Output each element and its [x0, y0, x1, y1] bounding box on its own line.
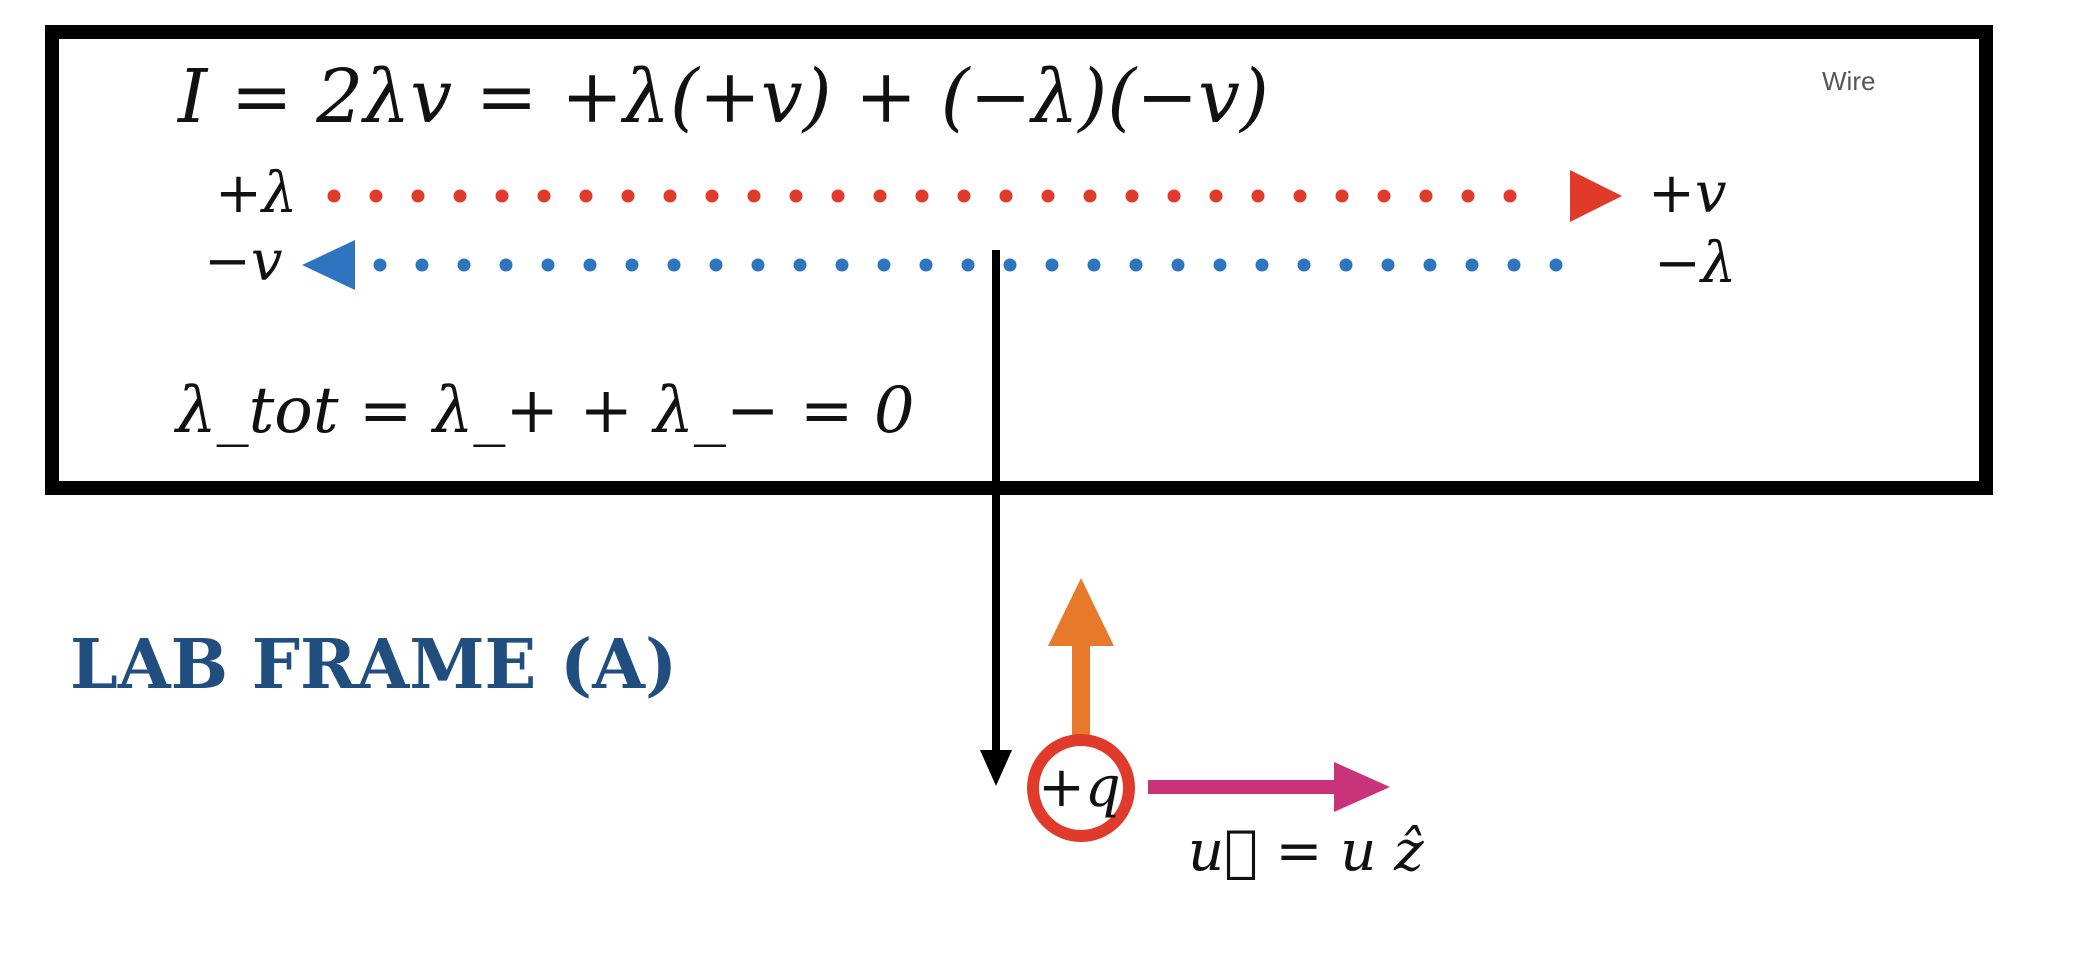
negative-charge-dot	[835, 258, 849, 272]
positive-charge-dot	[873, 189, 887, 203]
positive-charge-dot	[369, 189, 383, 203]
distance-arrow	[980, 250, 1012, 786]
positive-charge-dot	[495, 189, 509, 203]
positive-charge-dot	[1503, 189, 1517, 203]
negative-charge-dots	[373, 258, 1563, 272]
current-equation: I = 2λv = +λ(+v) + (−λ)(−v)	[176, 54, 1269, 140]
negative-charge-dot	[373, 258, 387, 272]
negative-charge-dot	[1297, 258, 1311, 272]
positive-charge-dot	[1461, 189, 1475, 203]
negative-charge-dot	[1381, 258, 1395, 272]
positive-charge-dot	[663, 189, 677, 203]
positive-charge-dot	[1377, 189, 1391, 203]
velocity-arrow	[1148, 762, 1390, 812]
negative-charge-dot	[919, 258, 933, 272]
negative-charge-dot	[1129, 258, 1143, 272]
frame-title: LAB FRAME (A)	[70, 625, 677, 705]
negative-charge-dot	[541, 258, 555, 272]
negative-charge-dot	[961, 258, 975, 272]
negative-charge-dot	[1213, 258, 1227, 272]
negative-charge-dot	[625, 258, 639, 272]
negative-charge-dot	[583, 258, 597, 272]
positive-charge-dot	[915, 189, 929, 203]
negative-charge-dot	[793, 258, 807, 272]
negative-charge-dot	[499, 258, 513, 272]
negative-charge-dot	[667, 258, 681, 272]
positive-charge-dot	[1419, 189, 1433, 203]
negative-charge-dot	[1255, 258, 1269, 272]
positive-charge-dot	[579, 189, 593, 203]
charge-ring	[1027, 734, 1135, 842]
charge-label: +q	[1038, 755, 1121, 820]
negative-charge-dot	[1087, 258, 1101, 272]
positive-charge-dot	[1125, 189, 1139, 203]
positive-charge-dot	[789, 189, 803, 203]
negative-charge-dot	[877, 258, 891, 272]
positive-charge-dot	[327, 189, 341, 203]
wire-label: Wire	[1822, 66, 1875, 96]
positive-charge-dot	[831, 189, 845, 203]
negative-charge-dot	[709, 258, 723, 272]
negative-charge-dot	[1507, 258, 1521, 272]
total-density-equation: λ_tot = λ_+ + λ_− = 0	[173, 374, 915, 448]
velocity-label: u⃗ = u ẑ	[1188, 819, 1424, 884]
negative-charge-dot	[1549, 258, 1563, 272]
positive-charge-dot	[1167, 189, 1181, 203]
wire-box	[45, 25, 1993, 495]
positive-charge-dot	[999, 189, 1013, 203]
positive-charge-dot	[537, 189, 551, 203]
negative-charge-dot	[1045, 258, 1059, 272]
negative-density-label: −λ	[1654, 231, 1736, 296]
positive-charge-dots	[327, 189, 1517, 203]
positive-charge-dot	[1293, 189, 1307, 203]
positive-charge-dot	[705, 189, 719, 203]
positive-velocity-arrowhead	[1570, 170, 1622, 222]
positive-charge-dot	[453, 189, 467, 203]
positive-density-label: +λ	[215, 161, 297, 226]
negative-charge-dot	[751, 258, 765, 272]
negative-charge-dot	[1339, 258, 1353, 272]
negative-velocity-label: −v	[204, 229, 283, 294]
negative-velocity-arrowhead	[302, 240, 355, 290]
positive-charge-dot	[1083, 189, 1097, 203]
positive-charge-dot	[957, 189, 971, 203]
negative-charge-dot	[1465, 258, 1479, 272]
positive-charge-dot	[747, 189, 761, 203]
positive-charge-dot	[411, 189, 425, 203]
negative-charge-dot	[415, 258, 429, 272]
positive-velocity-label: +v	[1648, 161, 1727, 226]
positive-charge-dot	[1041, 189, 1055, 203]
negative-charge-dot	[1423, 258, 1437, 272]
positive-charge-dot	[1335, 189, 1349, 203]
force-arrow	[1048, 578, 1114, 752]
negative-charge-dot	[1171, 258, 1185, 272]
positive-charge-dot	[1251, 189, 1265, 203]
positive-charge-dot	[1209, 189, 1223, 203]
negative-charge-dot	[1003, 258, 1017, 272]
positive-charge-dot	[621, 189, 635, 203]
negative-charge-dot	[457, 258, 471, 272]
